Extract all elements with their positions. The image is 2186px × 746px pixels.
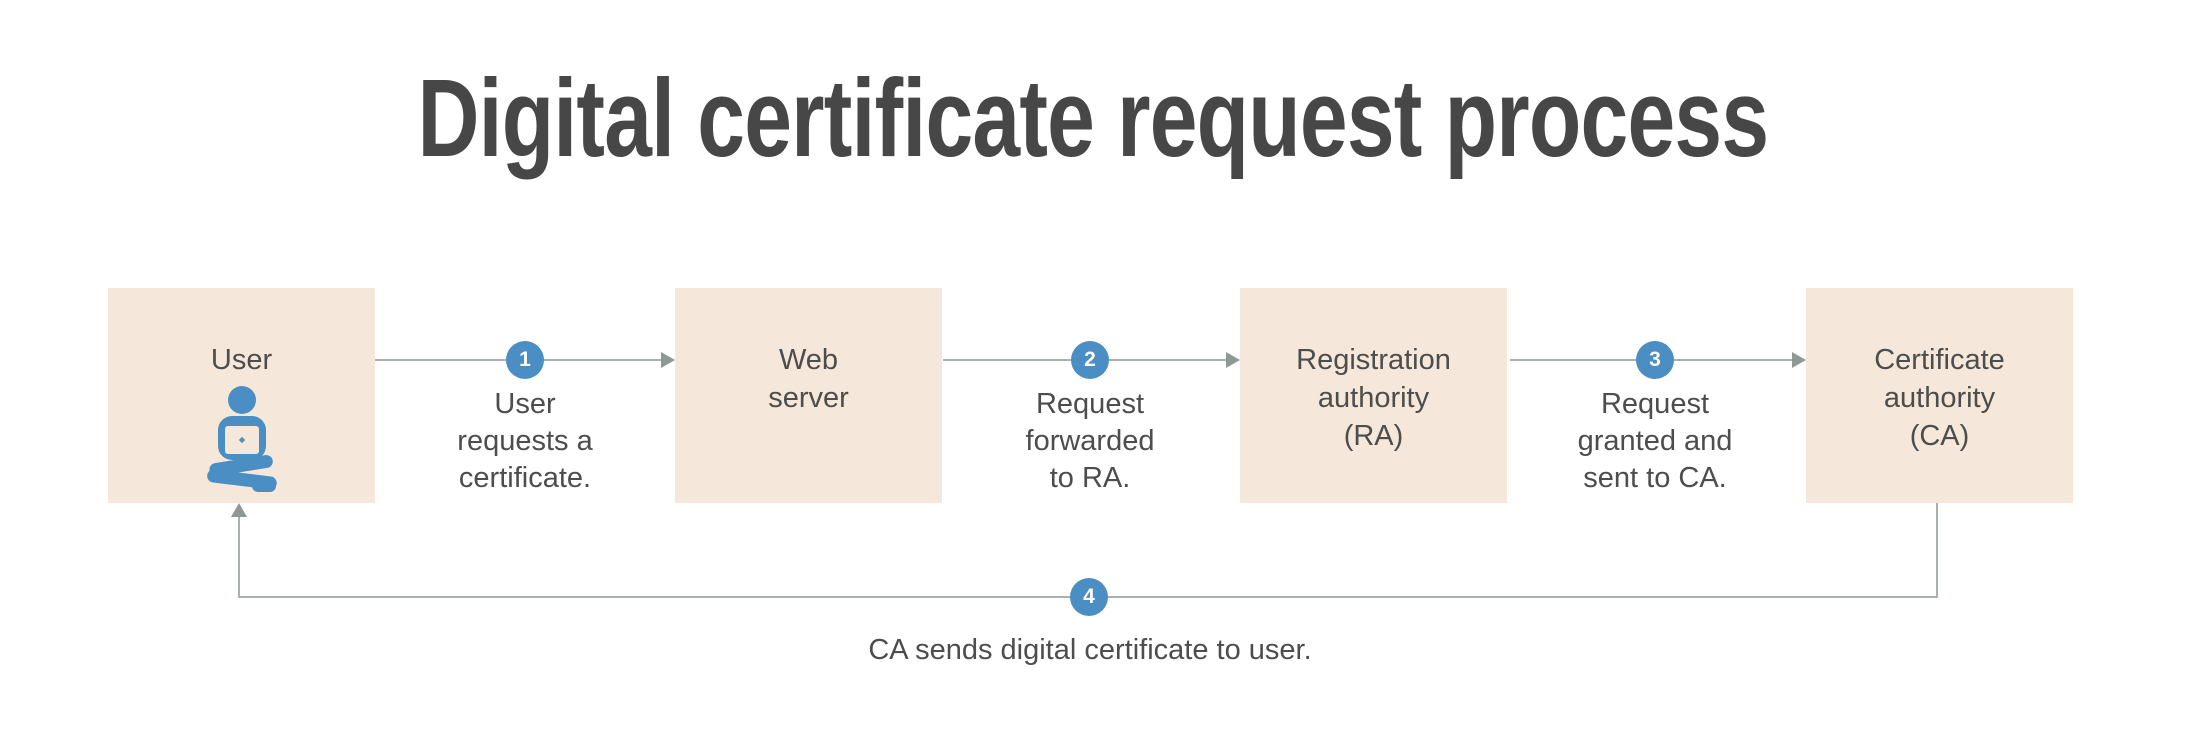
arrowhead-right-icon: [1792, 352, 1806, 368]
arrowhead-up-icon: [231, 503, 247, 517]
node-ca-label: Certificate authority (CA): [1874, 341, 2005, 455]
step-number: 4: [1083, 585, 1095, 608]
caption-line: certificate.: [458, 462, 592, 494]
node-ra-label: Registration authority (RA): [1296, 341, 1451, 455]
step-2-caption: Request forwarded to RA.: [940, 386, 1240, 497]
return-line-up-to-user: [238, 514, 240, 598]
page-title: Digital certificate request process: [0, 56, 2186, 183]
caption-line: CA sends digital certificate to user.: [868, 634, 1312, 666]
step-1-caption: User requests a certificate.: [375, 386, 675, 497]
caption-line: User: [494, 388, 556, 420]
step-number: 3: [1649, 348, 1661, 371]
caption-line: to RA.: [1049, 462, 1131, 494]
node-label-line: (RA): [1343, 420, 1404, 452]
caption-line: Request: [1600, 388, 1709, 420]
step-4-badge: 4: [1070, 578, 1108, 616]
node-label-line: (CA): [1909, 420, 1970, 452]
step-3-caption: Request granted and sent to CA.: [1505, 386, 1805, 497]
node-user-label: User: [211, 341, 272, 379]
caption-line: Request: [1035, 388, 1144, 420]
node-registration-authority: Registration authority (RA): [1240, 288, 1507, 503]
return-line-down-from-ca: [1936, 503, 1938, 598]
node-label-line: authority: [1317, 382, 1430, 414]
node-user: User: [108, 288, 375, 503]
page-title-text: Digital certificate request process: [417, 57, 1770, 180]
node-label-line: Web: [778, 344, 839, 376]
node-label-line: authority: [1883, 382, 1996, 414]
caption-line: granted and: [1577, 425, 1733, 457]
node-label-line: server: [768, 382, 849, 414]
node-label-line: User: [210, 344, 273, 376]
arrowhead-right-icon: [661, 352, 675, 368]
node-web-server: Web server: [675, 288, 942, 503]
user-laptop-icon: [206, 386, 277, 492]
node-certificate-authority: Certificate authority (CA): [1806, 288, 2073, 503]
caption-line: forwarded: [1025, 425, 1155, 457]
step-number: 1: [519, 348, 531, 371]
step-1-badge: 1: [506, 341, 544, 379]
step-number: 2: [1084, 348, 1096, 371]
node-web-server-label: Web server: [768, 341, 849, 417]
caption-line: requests a: [457, 425, 593, 457]
step-4-caption: CA sends digital certificate to user.: [690, 632, 1490, 669]
caption-line: sent to CA.: [1583, 462, 1727, 494]
node-label-line: Certificate: [1874, 344, 2005, 376]
node-label-line: Registration: [1296, 344, 1451, 376]
step-2-badge: 2: [1071, 341, 1109, 379]
arrowhead-right-icon: [1226, 352, 1240, 368]
step-3-badge: 3: [1636, 341, 1674, 379]
